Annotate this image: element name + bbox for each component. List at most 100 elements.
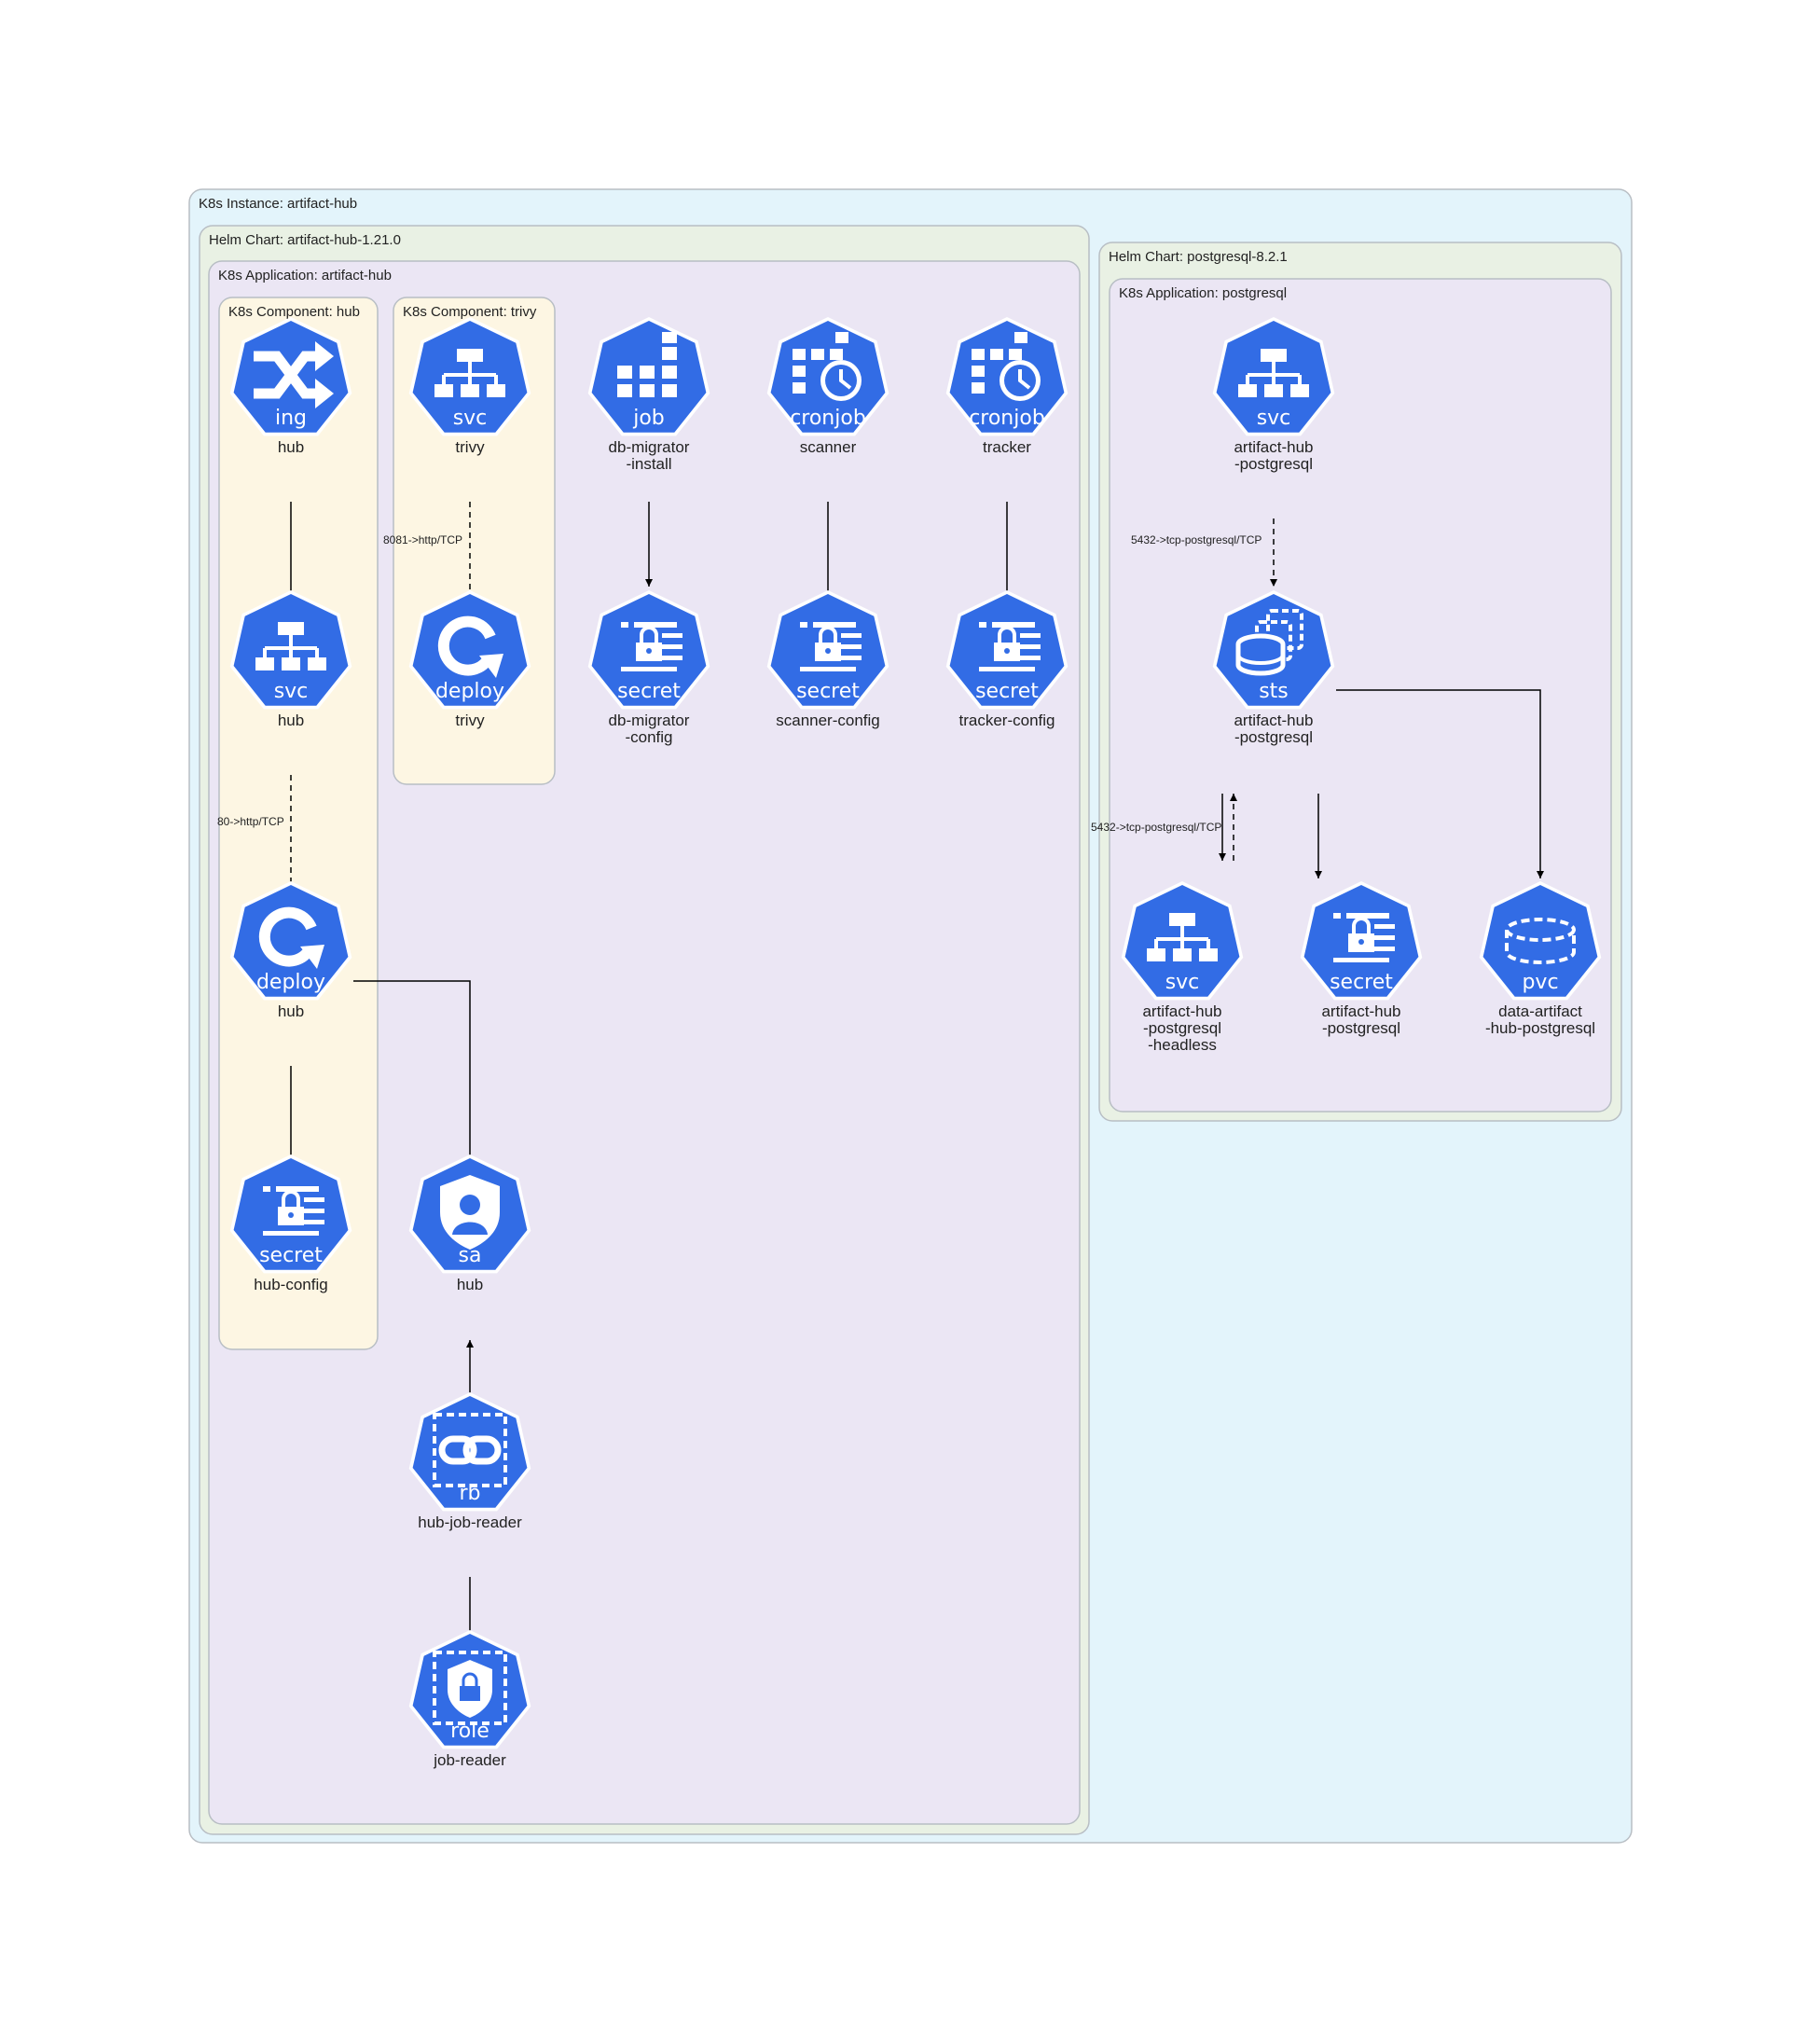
cluster-component-trivy-label: K8s Component: trivy <box>403 304 537 320</box>
node-name-label: tracker-config <box>959 712 1055 729</box>
rotate-icon <box>437 615 503 678</box>
lock-document-icon <box>1333 913 1395 962</box>
cluster-component-hub: K8s Component: hub <box>218 297 379 1350</box>
node-kind-label: sa <box>459 1244 482 1267</box>
node-rb[interactable]: rb hub-job-reader <box>408 1392 531 1531</box>
node-heptagon <box>412 594 528 706</box>
node-trivy-deploy[interactable]: deploy trivy <box>408 590 531 729</box>
node-pg-svc[interactable]: svc artifact-hub-postgresql <box>1212 317 1335 473</box>
node-kind-label: sts <box>1259 680 1289 703</box>
node-pg-sts[interactable]: sts artifact-hub-postgresql <box>1212 590 1335 746</box>
node-name-label: -postgresql <box>1322 1019 1400 1037</box>
node-role[interactable]: role job-reader <box>408 1630 531 1769</box>
node-kind-label: svc <box>274 680 309 703</box>
node-name-label: -config <box>625 728 672 746</box>
node-kind-label: deploy <box>256 971 325 994</box>
node-name-label: tracker <box>983 438 1031 456</box>
network-tree-icon <box>434 349 505 397</box>
node-cron-scanner[interactable]: cronjob scanner <box>766 317 889 456</box>
node-secret-tracker[interactable]: secret tracker-config <box>945 590 1069 729</box>
lock-icon <box>433 1651 507 1725</box>
grid-icon <box>617 332 677 397</box>
edges-layer: 80->http/TCP 8081->http/TCP 5432->tcp-po… <box>217 502 1544 1644</box>
node-kind-label: ing <box>275 407 307 430</box>
node-name-label: trivy <box>455 712 485 729</box>
cluster-component-hub-label: K8s Component: hub <box>228 304 360 320</box>
node-name-label: artifact-hub <box>1234 712 1313 729</box>
node-secret-dbm[interactable]: secret db-migrator-config <box>587 590 710 746</box>
node-kind-label: pvc <box>1522 971 1558 994</box>
edge-label-pg-headless: 5432->tcp-postgresql/TCP <box>1091 821 1221 834</box>
edge-pg-sts-to-pvc <box>1336 689 1544 878</box>
node-kind-label: secret <box>975 680 1039 703</box>
user-shield-icon <box>440 1175 500 1250</box>
cluster-app-postgresql: K8s Application: postgresql <box>1109 278 1612 1113</box>
volume-icon <box>1505 918 1576 964</box>
nodes-layer: inghubsvchubdeployhubsecrethub-configsvc… <box>229 317 1602 1769</box>
grid-clock-icon <box>793 332 862 401</box>
node-name-label: db-migrator <box>609 438 690 456</box>
node-kind-label: deploy <box>435 680 504 703</box>
node-name-label: -headless <box>1148 1036 1217 1054</box>
node-heptagon <box>233 885 349 997</box>
node-name-label: job-reader <box>433 1751 506 1769</box>
node-name-label: artifact-hub <box>1321 1002 1400 1020</box>
node-name-label: -install <box>626 455 671 473</box>
node-heptagon <box>412 1396 528 1508</box>
node-kind-label: secret <box>259 1244 323 1267</box>
lock-document-icon <box>979 622 1041 671</box>
network-tree-icon <box>1147 913 1218 961</box>
node-name-label: hub-job-reader <box>418 1514 522 1531</box>
node-kind-label: secret <box>796 680 860 703</box>
lock-document-icon <box>263 1186 324 1236</box>
node-name-label: artifact-hub <box>1234 438 1313 456</box>
node-kind-label: secret <box>617 680 681 703</box>
node-trivy-svc[interactable]: svc trivy <box>408 317 531 456</box>
edge-label-pg-svc: 5432->tcp-postgresql/TCP <box>1131 533 1262 546</box>
node-secret-scanner[interactable]: secret scanner-config <box>766 590 889 729</box>
rotate-icon <box>258 906 324 969</box>
node-kind-label: rb <box>459 1482 480 1505</box>
node-kind-label: job <box>632 407 665 430</box>
cluster-instance-label: K8s Instance: artifact-hub <box>199 196 357 212</box>
node-name-label: hub <box>278 1002 304 1020</box>
network-tree-icon <box>1238 349 1309 397</box>
node-sa-hub[interactable]: sa hub <box>408 1154 531 1293</box>
node-kind-label: cronjob <box>790 407 866 430</box>
node-hub-deploy[interactable]: deploy hub <box>229 881 352 1020</box>
node-name-label: -postgresql <box>1234 728 1313 746</box>
lock-document-icon <box>621 622 682 671</box>
database-stack-icon <box>1235 609 1303 676</box>
node-kind-label: role <box>450 1720 489 1743</box>
node-kind-label: cronjob <box>969 407 1045 430</box>
node-kind-label: svc <box>1257 407 1291 430</box>
node-kind-label: svc <box>453 407 488 430</box>
node-name-label: db-migrator <box>609 712 690 729</box>
node-name-label: -postgresql <box>1234 455 1313 473</box>
shuffle-icon <box>254 341 334 408</box>
node-hub-svc[interactable]: svc hub <box>229 590 352 729</box>
cluster-app-postgresql-label: K8s Application: postgresql <box>1119 285 1287 301</box>
node-heptagon <box>1482 885 1598 997</box>
cluster-helm-artifact-hub-label: Helm Chart: artifact-hub-1.21.0 <box>209 232 401 248</box>
node-name-label: scanner-config <box>776 712 880 729</box>
link-icon <box>433 1413 507 1487</box>
node-name-label: scanner <box>800 438 857 456</box>
node-name-label: hub <box>278 712 304 729</box>
node-pg-svc-headless[interactable]: svc artifact-hub-postgresql-headless <box>1121 881 1244 1054</box>
node-job[interactable]: job db-migrator-install <box>587 317 710 473</box>
node-name-label: trivy <box>455 438 485 456</box>
node-name-label: -postgresql <box>1143 1019 1221 1037</box>
node-name-label: artifact-hub <box>1142 1002 1221 1020</box>
cluster-helm-postgresql-label: Helm Chart: postgresql-8.2.1 <box>1109 249 1288 265</box>
node-name-label: hub <box>457 1276 483 1293</box>
node-name-label: hub-config <box>254 1276 327 1293</box>
node-kind-label: svc <box>1165 971 1200 994</box>
node-cron-tracker[interactable]: cronjob tracker <box>945 317 1069 456</box>
grid-clock-icon <box>972 332 1041 401</box>
node-hub-secret[interactable]: secret hub-config <box>229 1154 352 1293</box>
